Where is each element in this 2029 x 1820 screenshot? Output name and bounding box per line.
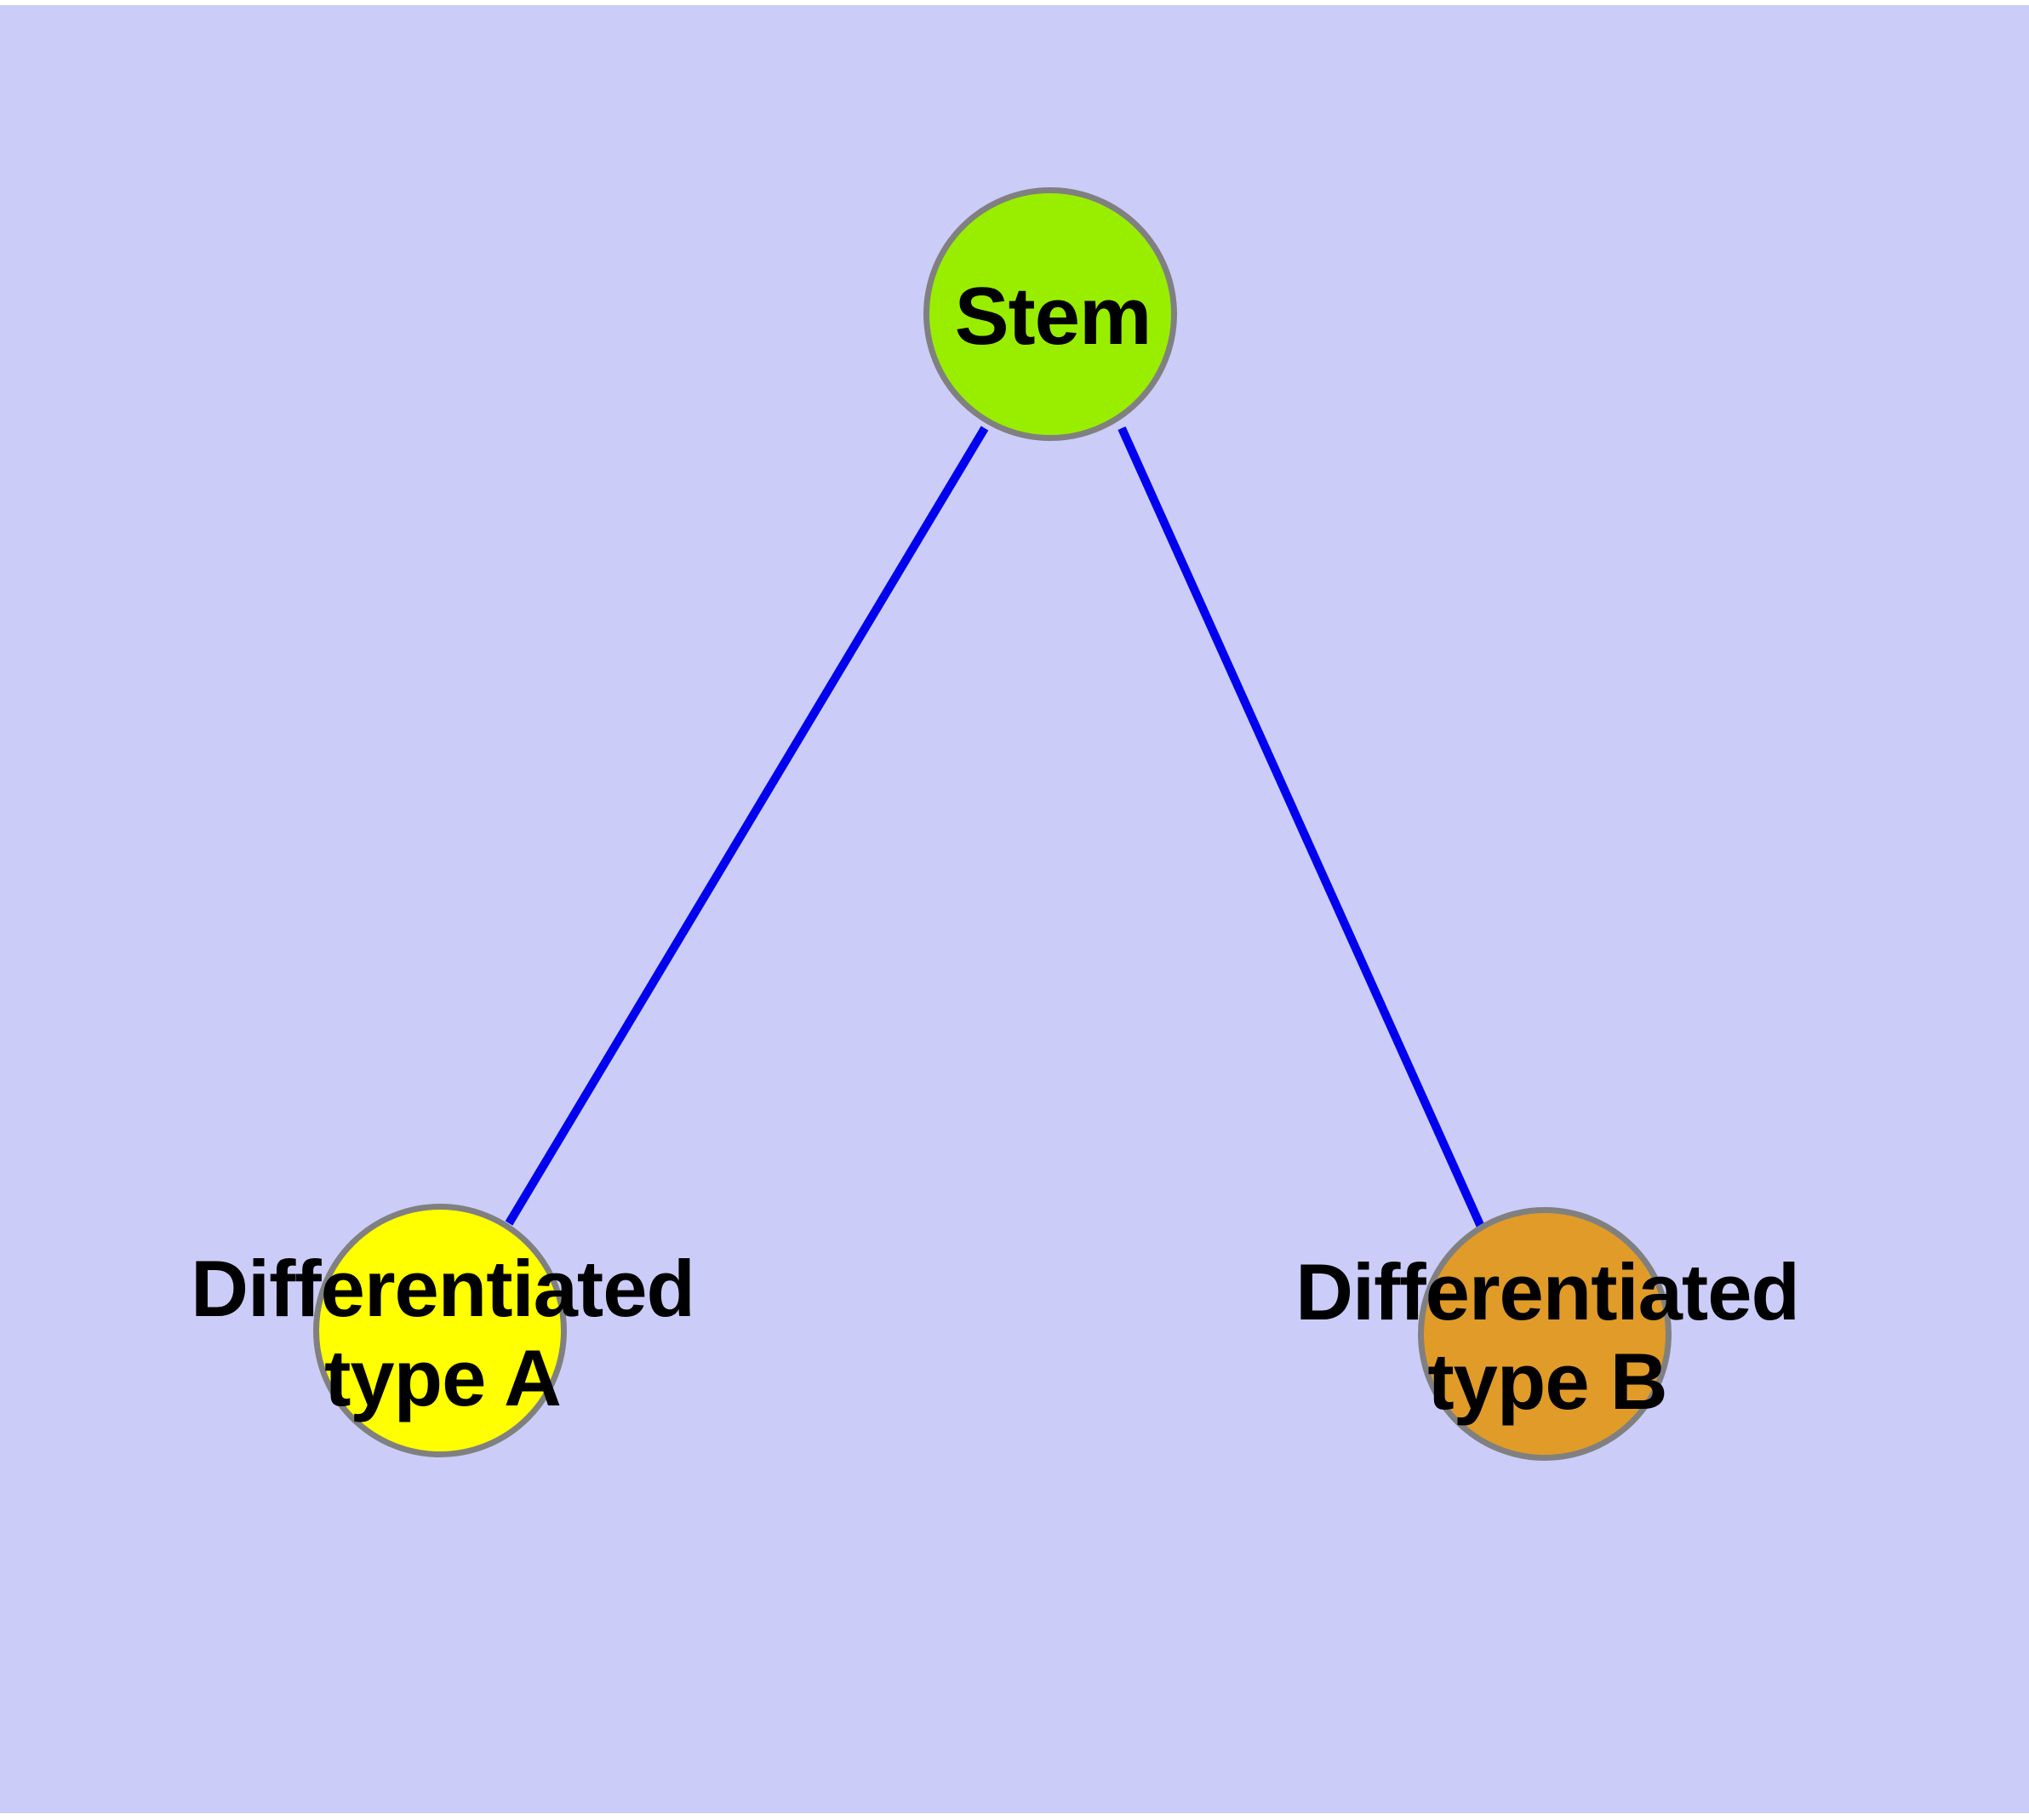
node-differentiated-type-b-circle[interactable] (1418, 1207, 1672, 1461)
edge-stem-to-differentiated-type-a (505, 426, 989, 1226)
node-stem-circle[interactable] (923, 187, 1177, 441)
node-differentiated-type-a-circle[interactable] (313, 1204, 567, 1457)
edge-stem-to-differentiated-type-b (1117, 426, 1485, 1229)
